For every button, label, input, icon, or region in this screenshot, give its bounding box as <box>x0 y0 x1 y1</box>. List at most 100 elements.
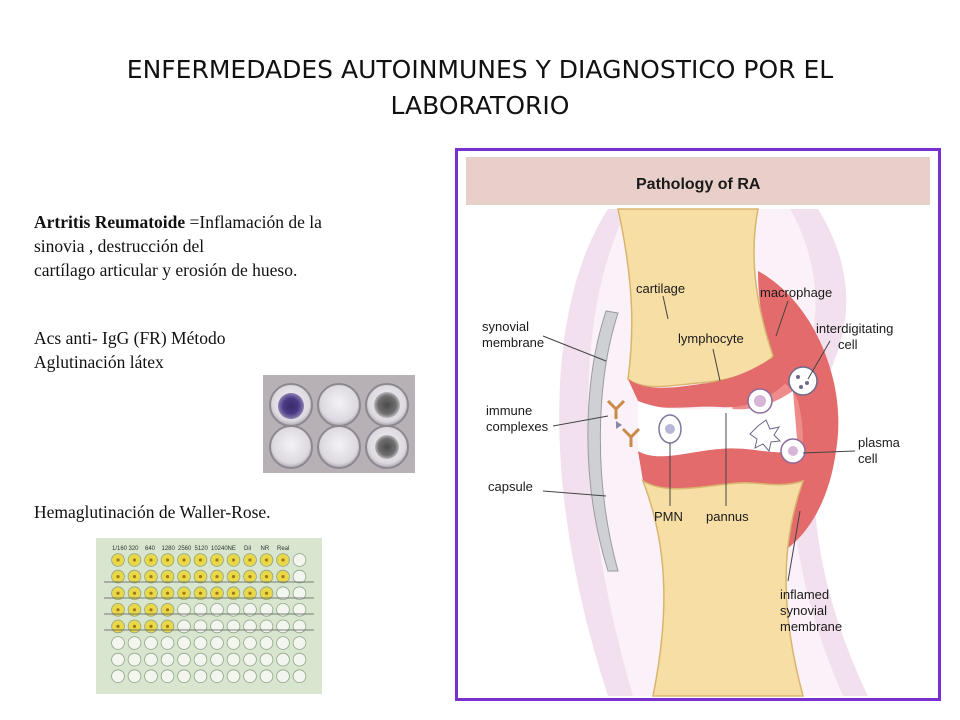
plate-well <box>210 669 224 684</box>
plate-well <box>243 636 257 650</box>
plate-well <box>292 603 307 617</box>
plate-well-button <box>182 558 186 562</box>
plate-well <box>276 586 290 600</box>
plate-well-button <box>264 558 269 562</box>
plate-well-button <box>165 608 170 612</box>
plate-well-button <box>116 591 120 595</box>
plate-header-label: 640 <box>145 546 156 552</box>
plate-header-label: 1/160 <box>112 546 128 552</box>
plate-well-button <box>149 591 153 595</box>
plate-well <box>111 652 125 667</box>
label-synovial-2: membrane <box>482 335 544 350</box>
label-inflamed-2: synovial <box>780 603 827 618</box>
plate-well <box>193 603 208 617</box>
plate-well-button <box>264 575 269 579</box>
plate-well-button <box>165 624 170 628</box>
diagram-title: Pathology of RA <box>636 176 761 193</box>
plate-well <box>292 553 307 567</box>
plate-well <box>226 652 241 667</box>
plate-well-button <box>248 575 252 579</box>
plate-well <box>210 652 224 667</box>
plate-well <box>243 669 257 684</box>
plate-well <box>111 636 125 650</box>
plate-well-button <box>182 591 186 595</box>
plate-well <box>276 652 290 667</box>
plate-well <box>243 619 257 634</box>
plate-well-button <box>231 591 236 595</box>
label-macrophage: macrophage <box>760 285 832 300</box>
label-interdigitating-2: cell <box>838 337 858 352</box>
plate-header-label: Dil <box>244 546 251 552</box>
plate-well-button <box>231 558 236 562</box>
plate-header-label: 2560 <box>178 546 192 552</box>
plate-well <box>193 652 208 667</box>
plate-well-button <box>248 591 252 595</box>
hemagglutination-caption: Hemaglutinación de Waller-Rose. <box>34 502 271 522</box>
plate-well <box>259 669 274 684</box>
ra-definition-start: =Inflamación de la <box>185 212 322 232</box>
plate-well-button <box>165 575 170 579</box>
plate-well <box>210 636 224 650</box>
label-inflamed-3: membrane <box>780 619 842 634</box>
plate-well-button <box>149 608 153 612</box>
plate-well <box>144 652 158 667</box>
ra-pathology-diagram: Pathology of RA <box>455 148 941 701</box>
plate-well-button <box>165 558 170 562</box>
ra-line2: sinovia , destrucción del <box>34 236 205 256</box>
plate-well-button <box>132 608 137 612</box>
plate-well-button <box>116 624 120 628</box>
plate-well-button <box>198 591 203 595</box>
label-lymphocyte: lymphocyte <box>678 331 744 346</box>
plate-well <box>127 652 142 667</box>
ra-term: Artritis Reumatoide <box>34 212 186 232</box>
plate-well-button <box>215 591 219 595</box>
plate-well <box>111 669 125 684</box>
plate-well <box>210 619 224 634</box>
plate-well <box>177 636 191 650</box>
plate-well-button <box>132 558 137 562</box>
plate-well-button <box>116 575 120 579</box>
plate-header-label: 10240 <box>211 546 228 552</box>
plate-well-button <box>281 558 285 562</box>
plate-well <box>160 636 175 650</box>
plate-well <box>160 652 175 667</box>
plate-well <box>276 603 290 617</box>
plate-well <box>292 669 307 684</box>
plate-well-button <box>215 558 219 562</box>
plate-well-button <box>231 575 236 579</box>
label-inflamed-1: inflamed <box>780 587 829 602</box>
plate-well <box>243 603 257 617</box>
latex-line2: Aglutinación látex <box>34 352 164 372</box>
plate-well <box>292 636 307 650</box>
plate-well-button <box>149 558 153 562</box>
plate-well-button <box>281 575 285 579</box>
plate-well <box>292 586 307 600</box>
plate-well <box>243 652 257 667</box>
plate-well <box>193 619 208 634</box>
latex-method: Acs anti- IgG (FR) Método Aglutinación l… <box>34 326 434 374</box>
latex-line1: Acs anti- IgG (FR) Método <box>34 328 226 348</box>
label-synovial-1: synovial <box>482 319 529 334</box>
plate-well <box>292 569 307 584</box>
plate-well-button <box>215 575 219 579</box>
label-capsule: capsule <box>488 479 533 494</box>
plate-well-button <box>198 558 203 562</box>
plate-well <box>177 652 191 667</box>
plate-well-button <box>198 575 203 579</box>
plate-header-label: Real <box>277 546 289 552</box>
label-pannus: pannus <box>706 509 749 524</box>
plate-well <box>276 619 290 634</box>
plate-well-button <box>149 575 153 579</box>
plate-well <box>226 603 241 617</box>
plate-well-button <box>264 591 269 595</box>
plate-well <box>276 669 290 684</box>
plate-well <box>144 636 158 650</box>
plate-header-label: 1280 <box>162 546 176 552</box>
plate-well-button <box>116 558 120 562</box>
plate-well-button <box>116 608 120 612</box>
ra-line3: cartílago articular y erosión de hueso. <box>34 260 298 280</box>
plate-well-button <box>248 558 252 562</box>
plate-header-label: 5120 <box>195 546 209 552</box>
plate-well <box>259 619 274 634</box>
